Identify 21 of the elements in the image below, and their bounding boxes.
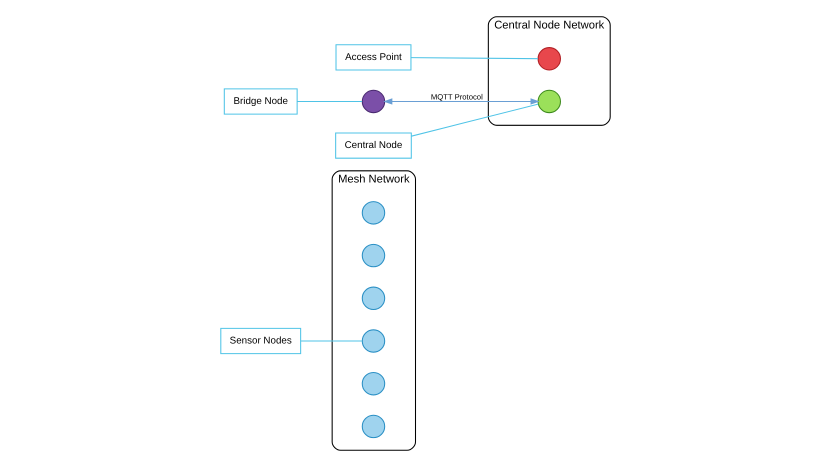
node-box: Access Point	[334, 44, 411, 70]
connector	[296, 100, 362, 102]
node-box: Sensor Nodes	[220, 328, 301, 354]
connector	[410, 57, 538, 60]
cluster: Central Node Network	[487, 16, 610, 126]
node-circle	[361, 244, 385, 268]
node-circle	[537, 90, 560, 114]
node-circle	[361, 372, 385, 396]
arrow	[382, 98, 540, 105]
node-box: Bridge Node	[223, 88, 298, 115]
cluster: Mesh Network	[331, 170, 416, 451]
node-circle	[361, 286, 385, 310]
connector	[410, 104, 538, 137]
edge-label: MQTT Protocol	[430, 92, 482, 102]
node-circle	[361, 90, 385, 114]
connector	[300, 340, 362, 342]
node-circle	[361, 414, 385, 438]
node-box: Central Node	[334, 132, 412, 159]
node-circle	[537, 47, 560, 70]
node-circle	[361, 201, 385, 225]
node-circle	[361, 329, 385, 353]
